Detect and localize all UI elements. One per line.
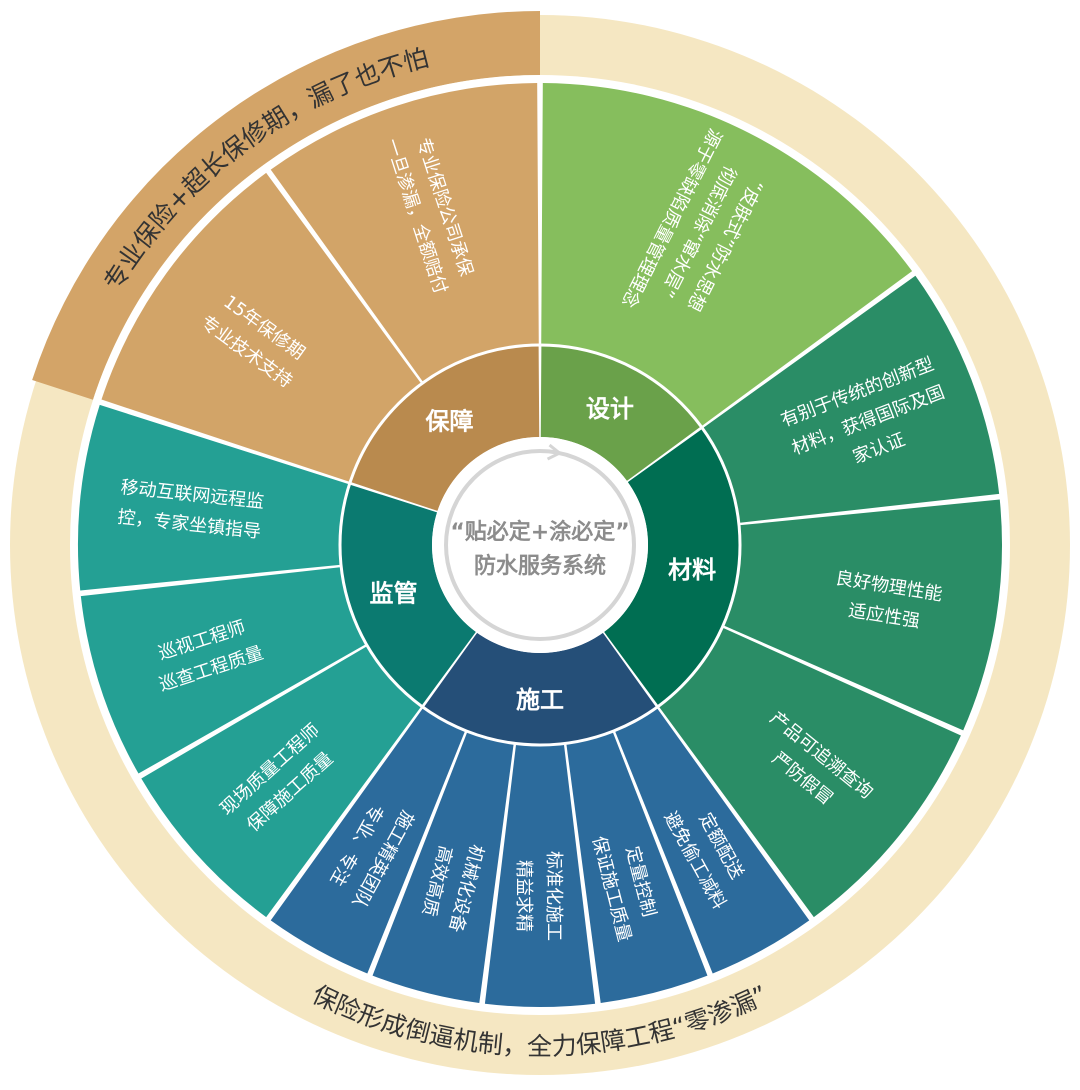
inner-sector-baozhang	[350, 345, 540, 511]
sector-cailiao-cell-2	[658, 627, 961, 918]
inner-label-shigong: 施工	[516, 686, 564, 714]
sector-jianguan-cell-1	[80, 567, 367, 774]
center-title-line2: 防水服务系统	[474, 553, 606, 579]
sector-petals: 15年保修期专业技术支持专业保险公司承保一旦渗漏，全额赔付“皮肤式”防水思想彻底…	[77, 83, 1002, 1007]
inner-label-sheji: 设计	[586, 395, 634, 423]
center-hub: “贴必定+涂必定” 防水服务系统	[432, 437, 648, 653]
sector-cailiao-cell-0	[702, 275, 1000, 523]
sector-shigong-cell-2-line-1: 精益求精	[513, 860, 534, 932]
inner-label-jianguan: 监管	[370, 580, 418, 608]
sector-jianguan-cell-2	[77, 404, 350, 591]
sector-baozhang-cell-1	[270, 83, 539, 383]
sector-baozhang-cell-0	[101, 172, 422, 483]
inner-label-baozhang: 保障	[424, 407, 473, 435]
sector-sheji-cell-0	[541, 83, 913, 427]
sector-jianguan-cell-0	[141, 646, 422, 918]
center-ring	[444, 449, 636, 641]
sector-shigong-cell-0	[614, 707, 810, 974]
inner-sector-cailiao	[604, 428, 740, 706]
inner-sector-sheji	[540, 345, 701, 481]
sector-cailiao-cell-1	[723, 499, 1002, 731]
sector-shigong-cell-4	[270, 707, 466, 974]
center-title-line1: “贴必定+涂必定”	[450, 519, 629, 545]
cycle-arrow-icon	[546, 443, 563, 461]
center-circle	[432, 437, 648, 653]
sector-shigong-cell-2-line-0: 标准化施工	[543, 851, 564, 941]
sector-shigong-cell-2	[484, 743, 596, 1007]
inner-label-cailiao: 材料	[668, 556, 716, 584]
inner-sector-jianguan	[340, 484, 476, 706]
sector-shigong-cell-3	[372, 731, 514, 1003]
outer-ring-protection-band	[32, 11, 541, 400]
inner-sector-shigong	[423, 632, 657, 745]
sector-shigong-cell-1	[566, 731, 708, 1003]
inner-separator-ring	[338, 343, 742, 747]
